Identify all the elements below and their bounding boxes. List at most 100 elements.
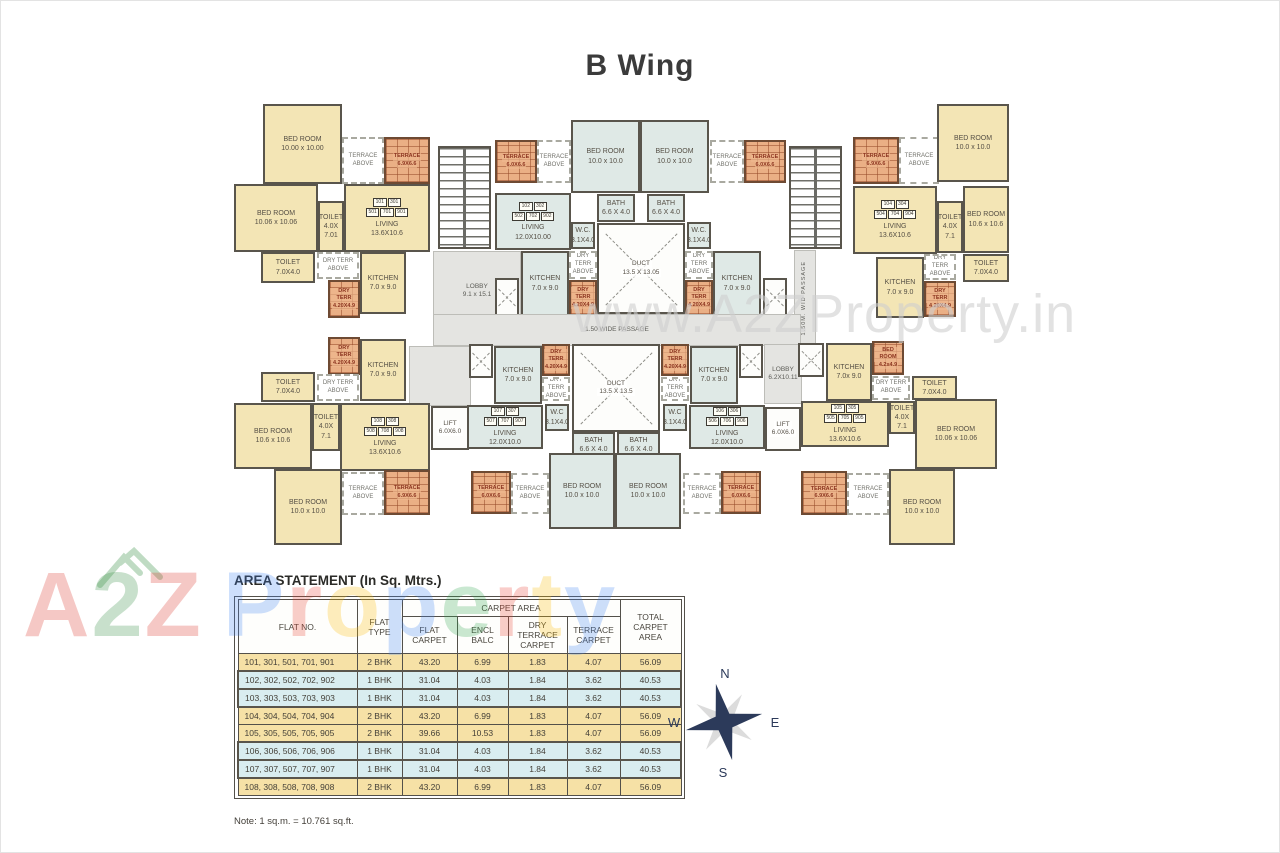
u102-small-duct [495, 278, 519, 316]
area-statement: AREA STATEMENT (In Sq. Mtrs.) FLAT NO. F… [234, 573, 685, 827]
u102-wc: W.C.3.1X4.0 [571, 222, 595, 249]
header-flat-carpet: FLAT CARPET [401, 616, 458, 654]
passage-bottom-left [409, 346, 471, 406]
header-carpet-area: CARPET AREA [401, 599, 621, 617]
compass-east-label: E [771, 715, 780, 730]
u103-small-duct [763, 278, 787, 316]
u106-small-duct [739, 344, 763, 378]
area-statement-title: AREA STATEMENT (In Sq. Mtrs.) [234, 573, 442, 588]
header-flat-type: FLAT TYPE [356, 599, 403, 654]
u103-wc: W.C.3.1X4.0 [687, 222, 711, 249]
passage-middle: 1.50 WIDE PASSAGE [433, 314, 801, 346]
u107-small-duct [469, 344, 493, 378]
compass: N E S W [668, 666, 780, 780]
header-dry-terrace-carpet: DRY TERRACE CARPET [507, 616, 568, 654]
compass-north-label: N [720, 666, 729, 681]
area-note: Note: 1 sq.m. = 10.761 sq.ft. [234, 816, 354, 827]
page-title: B Wing [585, 49, 695, 82]
stairs-left [438, 146, 491, 249]
area-table: FLAT NO. FLAT TYPE CARPET AREA TOTAL CAR… [237, 599, 682, 796]
stairs-right [789, 146, 842, 249]
area-table-header: FLAT NO. FLAT TYPE CARPET AREA TOTAL CAR… [237, 599, 682, 654]
u105-small-duct [798, 343, 824, 377]
